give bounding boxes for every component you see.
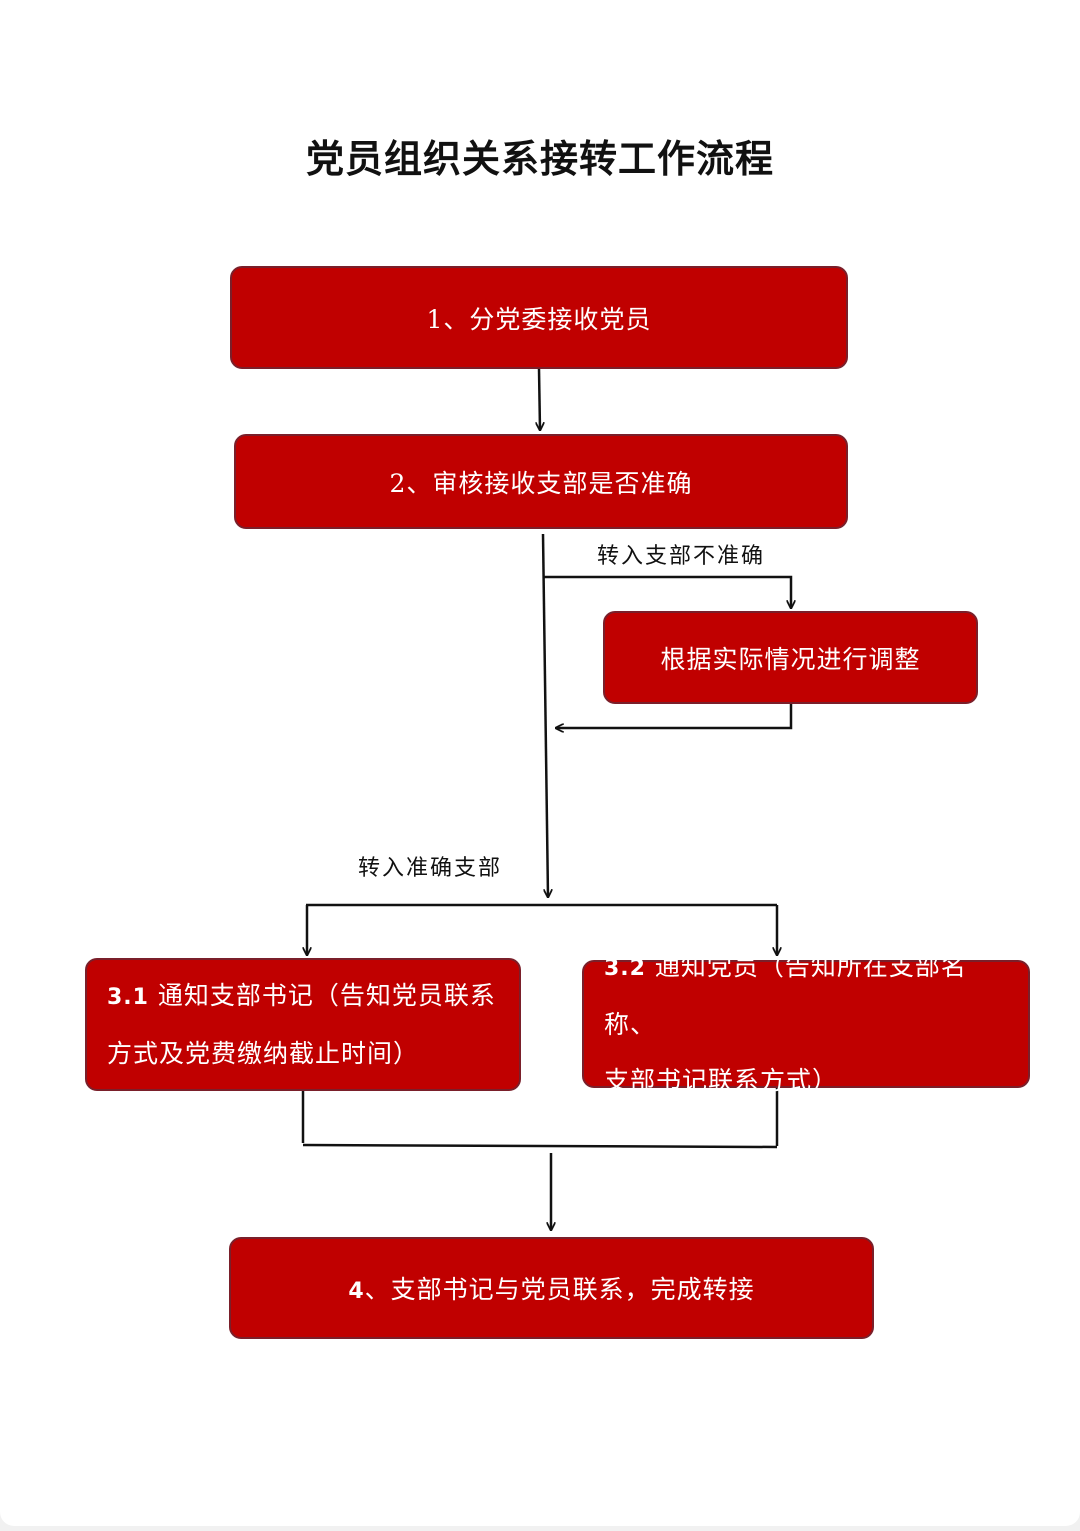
adjust-text: 根据实际情况进行调整 bbox=[660, 644, 921, 674]
step31-box: 3.1 通知支部书记（告知党员联系 方式及党费缴纳截止时间） bbox=[85, 958, 521, 1091]
step2-text: 2、审核接收支部是否准确 bbox=[389, 468, 693, 498]
flowchart-title: 党员组织关系接转工作流程 bbox=[305, 137, 774, 181]
step4-number: 4 bbox=[348, 1279, 365, 1304]
step31-line1: 3.1 通知支部书记（告知党员联系 bbox=[107, 968, 496, 1026]
step1-box: 1、分党委接收党员 bbox=[230, 266, 848, 369]
arrow-step1-to-step2 bbox=[539, 368, 540, 430]
label-correct-branch: 转入准确支部 bbox=[358, 856, 503, 881]
step32-line1: 3.2 通知党员（告知所在支部名称、 bbox=[604, 939, 1010, 1053]
step32-line1-text: 通知党员（告知所在支部名称、 bbox=[604, 952, 967, 1039]
step31-number: 3.1 bbox=[107, 984, 149, 1010]
main-trunk-line bbox=[541, 533, 548, 897]
step32-number: 3.2 bbox=[604, 956, 646, 981]
step32-line2: 支部书记联系方式） bbox=[604, 1066, 839, 1095]
step31-line1-text: 通知支部书记（告知党员联系 bbox=[148, 980, 496, 1010]
label-incorrect-branch: 转入支部不准确 bbox=[597, 544, 766, 569]
step4-text: 、支部书记与党员联系，完成转接 bbox=[364, 1275, 755, 1304]
step1-text: 1、分党委接收党员 bbox=[426, 304, 652, 334]
merge-horizontal-line bbox=[302, 1143, 778, 1149]
adjust-box: 根据实际情况进行调整 bbox=[603, 611, 978, 704]
return-from-adjust-arrow bbox=[556, 704, 793, 728]
step32-box: 3.2 通知党员（告知所在支部名称、 支部书记联系方式） bbox=[582, 952, 1030, 1095]
step31-line2: 方式及党费缴纳截止时间） bbox=[107, 1038, 420, 1068]
step4-content: 4、支部书记与党员联系，完成转接 bbox=[348, 1270, 754, 1306]
step4-box: 4、支部书记与党员联系，完成转接 bbox=[229, 1237, 874, 1339]
branch-to-adjust-arrow bbox=[544, 575, 791, 608]
step2-box: 2、审核接收支部是否准确 bbox=[234, 434, 848, 529]
